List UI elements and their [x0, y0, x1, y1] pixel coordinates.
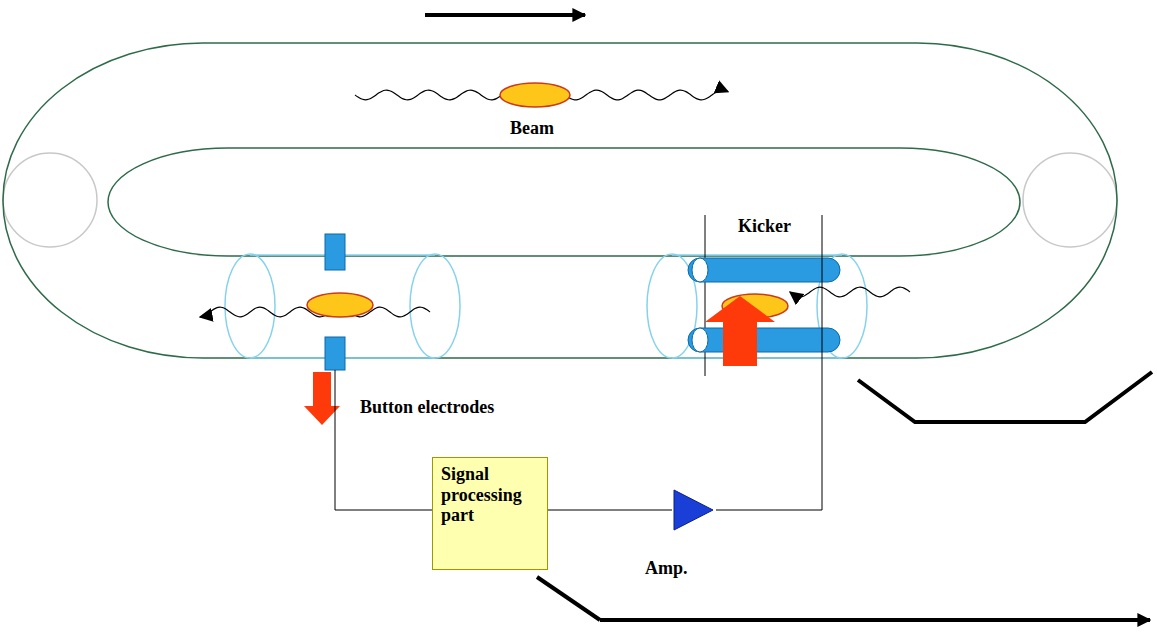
beam-bunch [500, 83, 570, 107]
signal-wire [548, 510, 672, 511]
process-box: Signal processing part [432, 457, 548, 570]
beam-label: Beam [510, 118, 554, 139]
kicker-lead [822, 215, 823, 358]
amplifier-triangle-path [674, 490, 713, 530]
pipe-end [410, 254, 460, 358]
kick-arrow [705, 296, 775, 366]
ring-outer [3, 43, 1117, 358]
pipe-end [225, 254, 275, 358]
beam-bunch [307, 293, 373, 317]
box-label: Signal processing part [441, 464, 541, 526]
end-circle [1023, 153, 1117, 247]
beam-wave [790, 287, 910, 297]
button-electrode [325, 337, 345, 370]
kicker-electrode [688, 328, 840, 352]
amplifier: Amp. [645, 488, 725, 579]
ring-inner [108, 148, 1020, 256]
kicker-electrode [688, 258, 840, 282]
amplifier-triangle [672, 488, 716, 532]
signal-wire [335, 370, 432, 510]
pipe-edge [672, 254, 842, 256]
amplifier-label: Amp. [645, 558, 725, 579]
end-circle [3, 153, 97, 247]
callout-line [537, 577, 600, 620]
button-electrode [325, 234, 345, 270]
signal-wire [716, 358, 822, 510]
electrode-label: Button electrodes [360, 397, 494, 418]
callout-bracket [858, 372, 1152, 422]
kicker-electrode-end [692, 328, 708, 352]
kicker-electrode-end [692, 258, 708, 282]
direction-arrow [425, 13, 585, 17]
kicker-label: Kicker [738, 216, 791, 237]
wires [335, 358, 822, 510]
callout-arrow [600, 618, 1150, 622]
